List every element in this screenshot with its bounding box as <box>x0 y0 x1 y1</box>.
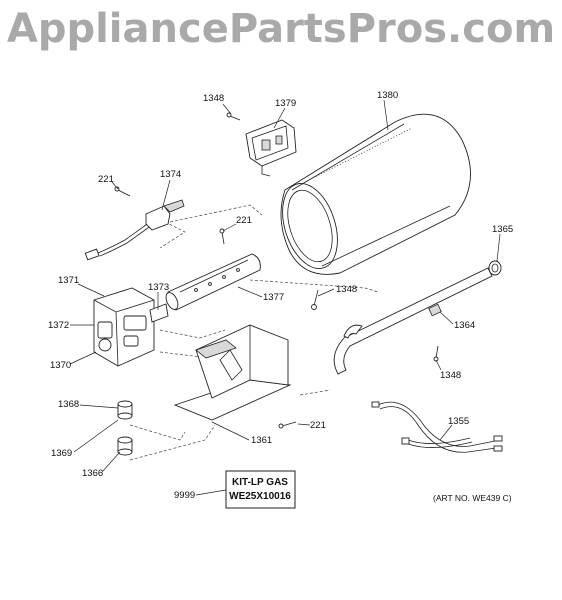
label-221-lower: 221 <box>310 420 326 431</box>
wire-harness-1355 <box>371 401 503 453</box>
gas-valve-1370 <box>93 287 169 367</box>
label-221-igniter: 221 <box>98 174 114 185</box>
label-1368: 1368 <box>58 399 79 410</box>
cap-1365 <box>488 260 502 276</box>
screw-1348-middle <box>311 289 319 310</box>
leader-lines <box>69 99 501 496</box>
label-1370: 1370 <box>50 360 71 371</box>
label-1365: 1365 <box>492 224 513 235</box>
label-1373: 1373 <box>148 282 169 293</box>
label-1361: 1361 <box>251 435 272 446</box>
igniter-1374 <box>84 199 185 261</box>
label-1364: 1364 <box>454 320 475 331</box>
screw-1348-top <box>226 112 241 121</box>
label-1355: 1355 <box>448 416 469 427</box>
screw-1348-lower <box>433 345 439 362</box>
gas-tube-1364 <box>333 267 493 375</box>
kit-part-number: WE25X10016 <box>229 491 291 502</box>
label-1371: 1371 <box>58 275 79 286</box>
label-1372: 1372 <box>48 320 69 331</box>
label-221-burner: 221 <box>236 215 252 226</box>
burner-tube-1377 <box>165 253 261 311</box>
label-1374: 1374 <box>160 169 181 180</box>
screw-221-burner <box>219 228 225 245</box>
flame-sensor-1379 <box>245 119 297 177</box>
kit-box: KIT-LP GAS WE25X10016 <box>225 470 296 509</box>
combustion-chamber-1380 <box>280 113 471 275</box>
part-labels: 1348 1379 1380 221 1374 221 1365 1371 13… <box>48 90 513 501</box>
label-1380: 1380 <box>377 90 398 101</box>
screw-221-lower <box>278 421 297 429</box>
label-1379: 1379 <box>275 98 296 109</box>
label-1366: 1366 <box>82 468 103 479</box>
orifice-1368 <box>117 400 133 420</box>
burner-bracket-1361 <box>173 324 292 421</box>
label-1369: 1369 <box>51 448 72 459</box>
orifice-1366 <box>117 436 133 456</box>
label-1377: 1377 <box>263 292 284 303</box>
label-1348-lower: 1348 <box>440 370 461 381</box>
kit-name: KIT-LP GAS <box>232 477 288 488</box>
art-number: (ART NO. WE439 C) <box>433 493 512 503</box>
watermark-title: AppliancePartsPros.com <box>6 6 556 52</box>
label-9999: 9999 <box>174 490 195 501</box>
label-1348-middle: 1348 <box>336 284 357 295</box>
screw-221-igniter <box>114 186 131 197</box>
label-1348-top: 1348 <box>203 93 224 104</box>
